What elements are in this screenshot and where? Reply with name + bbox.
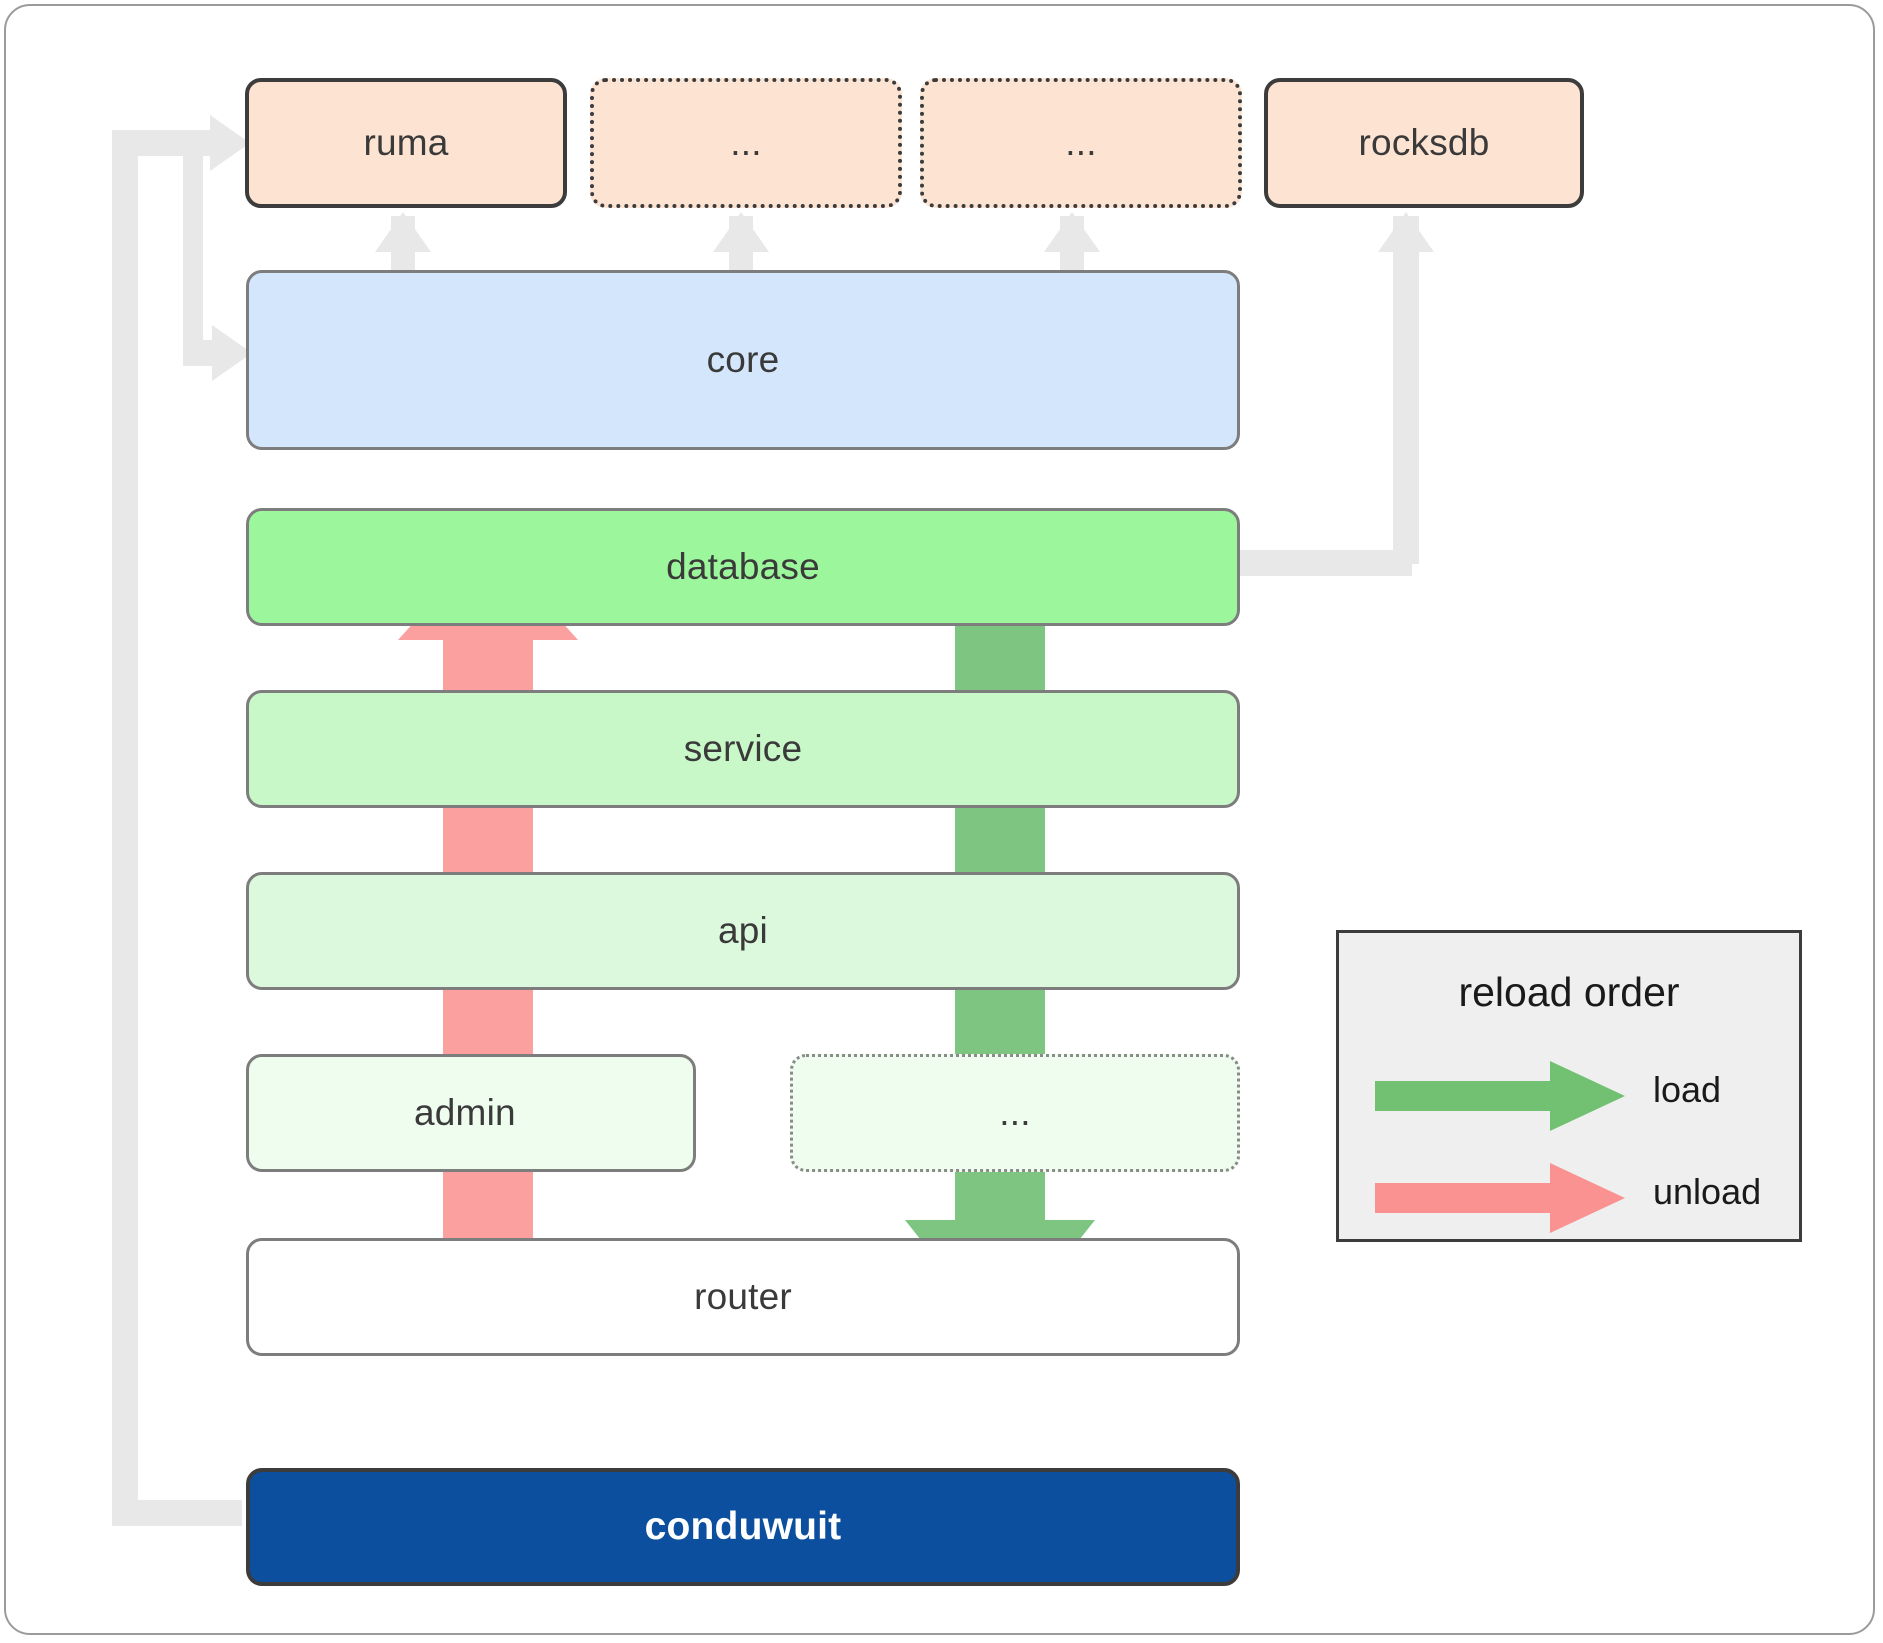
dependency-core-to-dots2-head (1044, 212, 1100, 252)
unload-arrow-icon (1375, 1163, 1625, 1238)
node-label: admin (414, 1092, 516, 1133)
node-label: rocksdb (1358, 122, 1490, 163)
node-router[interactable]: router (246, 1238, 1240, 1356)
dependency-trunk-vertical (112, 130, 138, 1526)
legend-label-load: load (1653, 1069, 1722, 1110)
dependency-core-to-dots1-head (713, 212, 769, 252)
node-label: api (718, 910, 768, 951)
node-label: router (694, 1276, 792, 1317)
node-label: core (706, 339, 780, 380)
node-label: database (666, 546, 820, 587)
dependency-branch-ruma (112, 130, 224, 156)
node-label: conduwuit (644, 1505, 842, 1548)
node-label: ruma (363, 122, 449, 163)
dependency-core-to-ruma-head (375, 212, 431, 252)
node-api[interactable]: api (246, 872, 1240, 990)
legend-title: reload order (1458, 969, 1680, 1015)
node-admin[interactable]: admin (246, 1054, 696, 1172)
dependency-db-to-rocksdb-vertical (1393, 216, 1419, 564)
dependency-riser (183, 130, 203, 356)
node-top-dots-2[interactable]: ... (920, 78, 1242, 208)
node-label: ... (1065, 122, 1097, 163)
load-arrow-icon (1375, 1061, 1625, 1136)
node-service[interactable]: service (246, 690, 1240, 808)
dependency-trunk-bottom (112, 1500, 242, 1526)
node-label: ... (999, 1092, 1031, 1133)
legend-row-load: load (1339, 1061, 1799, 1131)
dependency-arrowhead-core (212, 325, 252, 381)
legend-label-unload: unload (1653, 1171, 1762, 1212)
node-rocksdb[interactable]: rocksdb (1264, 78, 1584, 208)
node-label: ... (730, 122, 762, 163)
dependency-arrowhead-ruma (210, 115, 250, 171)
node-conduwuit[interactable]: conduwuit (246, 1468, 1240, 1586)
node-stack-dots[interactable]: ... (790, 1054, 1240, 1172)
legend-row-unload: unload (1339, 1163, 1799, 1233)
dependency-db-to-rocksdb-head (1378, 212, 1434, 252)
node-ruma[interactable]: ruma (245, 78, 567, 208)
dependency-db-to-rocksdb-horizontal (1222, 550, 1412, 576)
node-label: service (683, 728, 803, 769)
legend-panel: reload order load unload (1336, 930, 1802, 1242)
node-database[interactable]: database (246, 508, 1240, 626)
node-top-dots-1[interactable]: ... (590, 78, 902, 208)
node-core[interactable]: core (246, 270, 1240, 450)
